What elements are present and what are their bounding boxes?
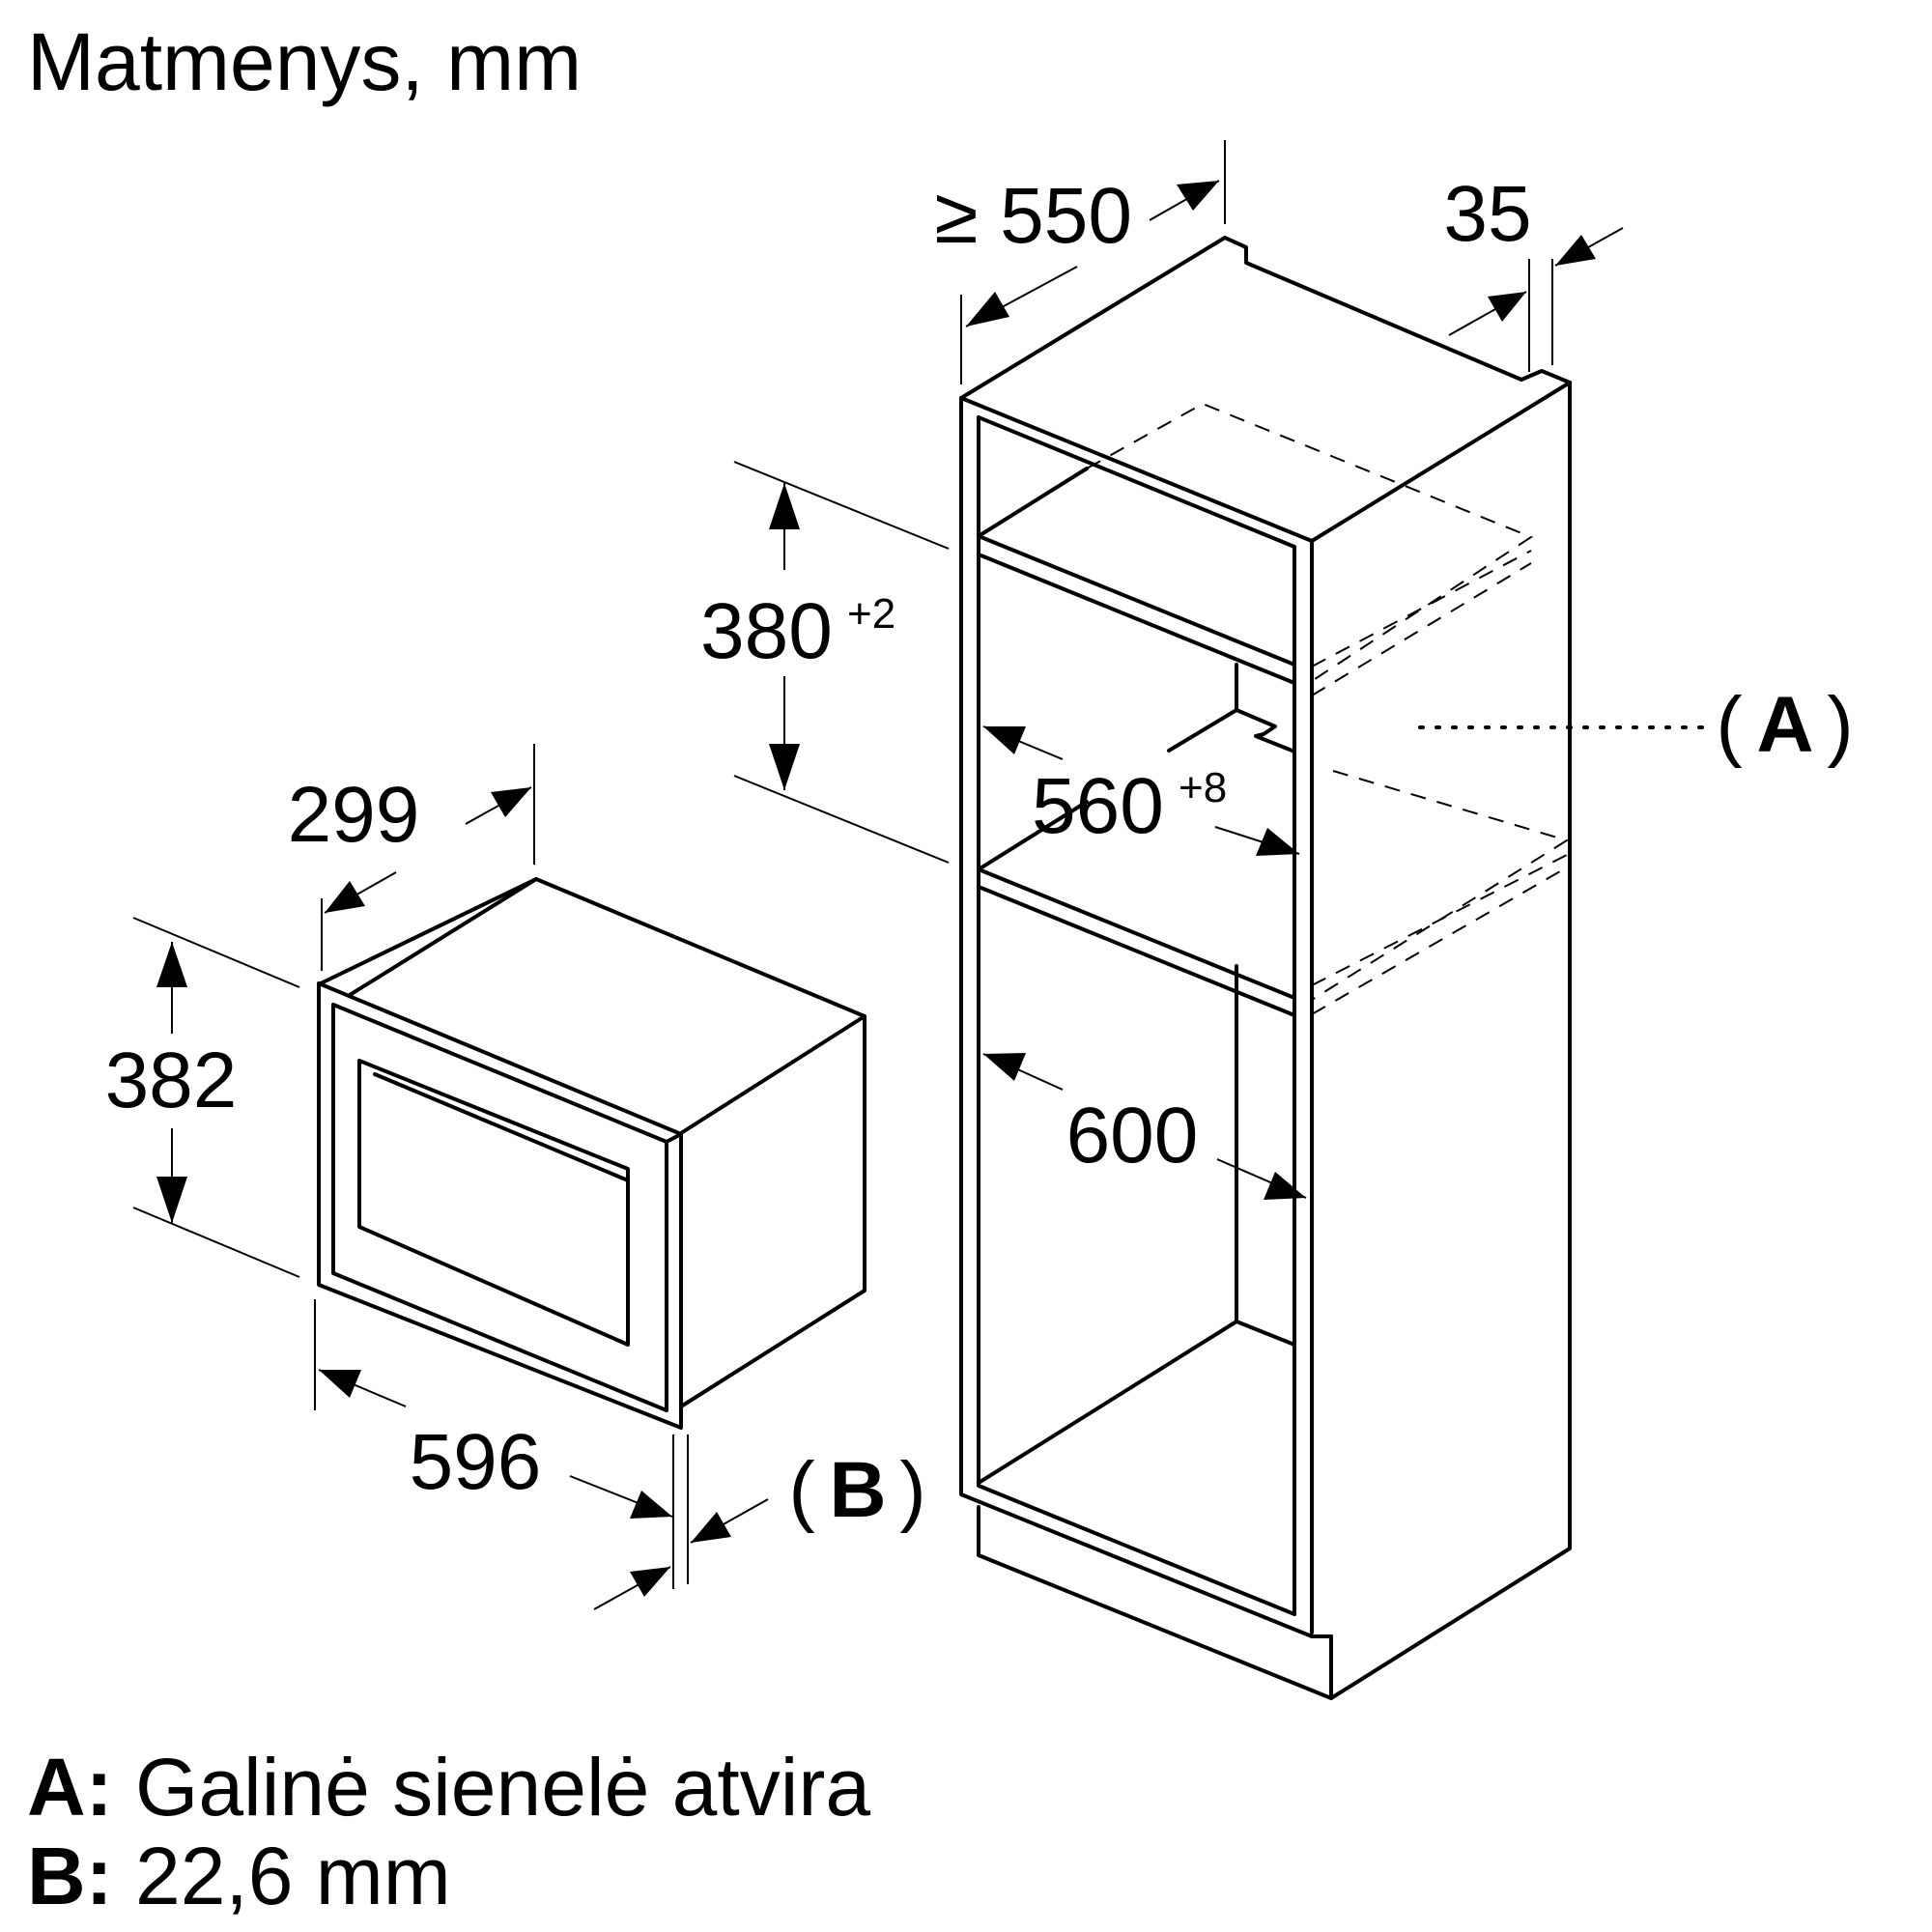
callout-a-label: A (1756, 681, 1813, 769)
cabinet-depth-label: ≥ 550 (934, 172, 1132, 260)
niche-width-tolerance: +8 (1179, 764, 1227, 811)
appliance-depth-label: 299 (288, 771, 420, 859)
legend-text-b: 22,6 mm (134, 1831, 451, 1921)
callout-b-label: B (829, 1446, 886, 1534)
dimension-labels: ≥ 550 35 380 +2 560 +8 600 299 382 596 (… (105, 170, 1854, 1534)
niche-height-tolerance: +2 (847, 590, 895, 638)
cabinet-top-offset-label: 35 (1443, 170, 1531, 258)
dimension-lines (132, 140, 1707, 1610)
svg-text:(: ( (1716, 681, 1742, 769)
legend-key-b: B: (27, 1831, 113, 1921)
legend-key-a: A: (27, 1742, 113, 1833)
legend-item-b: B: 22,6 mm (27, 1835, 451, 1917)
appliance-width-label: 596 (410, 1418, 542, 1506)
svg-text:): ) (1827, 681, 1853, 769)
niche-width-label: 560 (1032, 762, 1164, 850)
legend-item-a: A: Galinė sienelė atvira (27, 1747, 870, 1828)
diagram-title: Matmenys, mm (27, 16, 582, 107)
appliance (317, 877, 867, 1430)
svg-text:): ) (899, 1446, 925, 1534)
cabinet-width-label: 600 (1066, 1092, 1199, 1179)
appliance-height-label: 382 (105, 1037, 238, 1124)
niche-height-label: 380 (700, 587, 833, 675)
svg-text:(: ( (788, 1446, 814, 1534)
cabinet (959, 236, 1572, 1700)
legend-text-a: Galinė sienelė atvira (134, 1742, 871, 1833)
